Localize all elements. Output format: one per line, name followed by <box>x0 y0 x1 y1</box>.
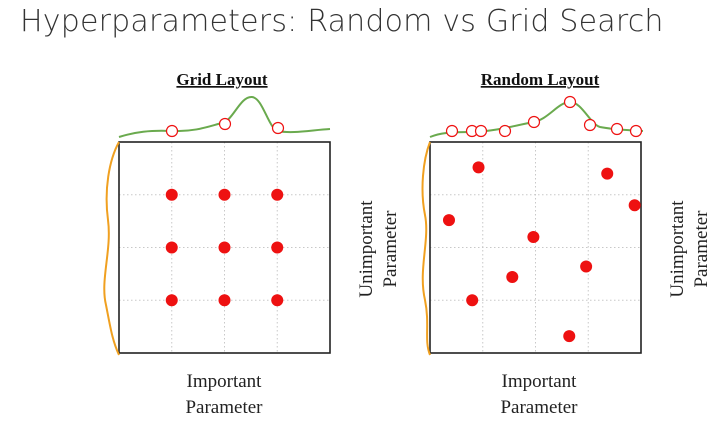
sample-point <box>472 161 485 174</box>
panel-title: Random Layout <box>481 70 600 89</box>
projected-sample-circle <box>610 122 624 136</box>
y-axis-label: Parameter <box>691 210 712 288</box>
unimportant-param-distribution-curve <box>421 141 431 356</box>
projected-sample-circle <box>474 124 488 138</box>
sample-point <box>628 199 641 212</box>
sample-point <box>527 230 540 243</box>
projected-sample-circle <box>629 124 643 138</box>
sample-point <box>271 188 284 201</box>
panel-title: Grid Layout <box>176 70 267 89</box>
projected-sample-circle <box>527 115 541 129</box>
sample-point <box>165 294 178 307</box>
sample-point <box>563 330 576 343</box>
projected-sample-circle <box>218 117 232 131</box>
important-param-distribution-curve <box>118 96 331 138</box>
sample-point <box>165 241 178 254</box>
x-axis-label: Important <box>187 371 263 392</box>
slide-title: Hyperparameters: Random vs Grid Search <box>20 4 664 39</box>
sample-point <box>442 214 455 227</box>
sample-point <box>165 188 178 201</box>
sample-point <box>580 260 593 273</box>
projected-sample-circle <box>165 124 179 138</box>
unimportant-param-distribution-curve <box>103 141 120 356</box>
projected-sample-circle <box>563 95 577 109</box>
sample-point <box>271 294 284 307</box>
projected-sample-circle <box>271 121 285 135</box>
sample-point <box>506 271 519 284</box>
plot-frame <box>429 141 642 354</box>
y-axis-label: Parameter <box>380 210 401 288</box>
sample-point <box>271 241 284 254</box>
projected-sample-circle <box>498 124 512 138</box>
plot-frame <box>118 141 331 354</box>
sample-point <box>218 294 231 307</box>
x-axis-label: Important <box>502 371 578 392</box>
sample-point <box>601 167 614 180</box>
x-axis-label: Parameter <box>185 397 263 418</box>
sample-point <box>218 188 231 201</box>
y-axis-label: Unimportant <box>356 200 377 298</box>
projected-sample-circle <box>583 118 597 132</box>
x-axis-label: Parameter <box>500 397 578 418</box>
panel-grid: Grid LayoutImportantParameterUnimportant… <box>103 70 401 418</box>
projected-sample-circle <box>445 124 459 138</box>
y-axis-label: Unimportant <box>667 200 688 298</box>
sample-point <box>218 241 231 254</box>
panel-random: Random LayoutImportantParameterUnimporta… <box>421 70 712 418</box>
sample-point <box>466 294 479 307</box>
